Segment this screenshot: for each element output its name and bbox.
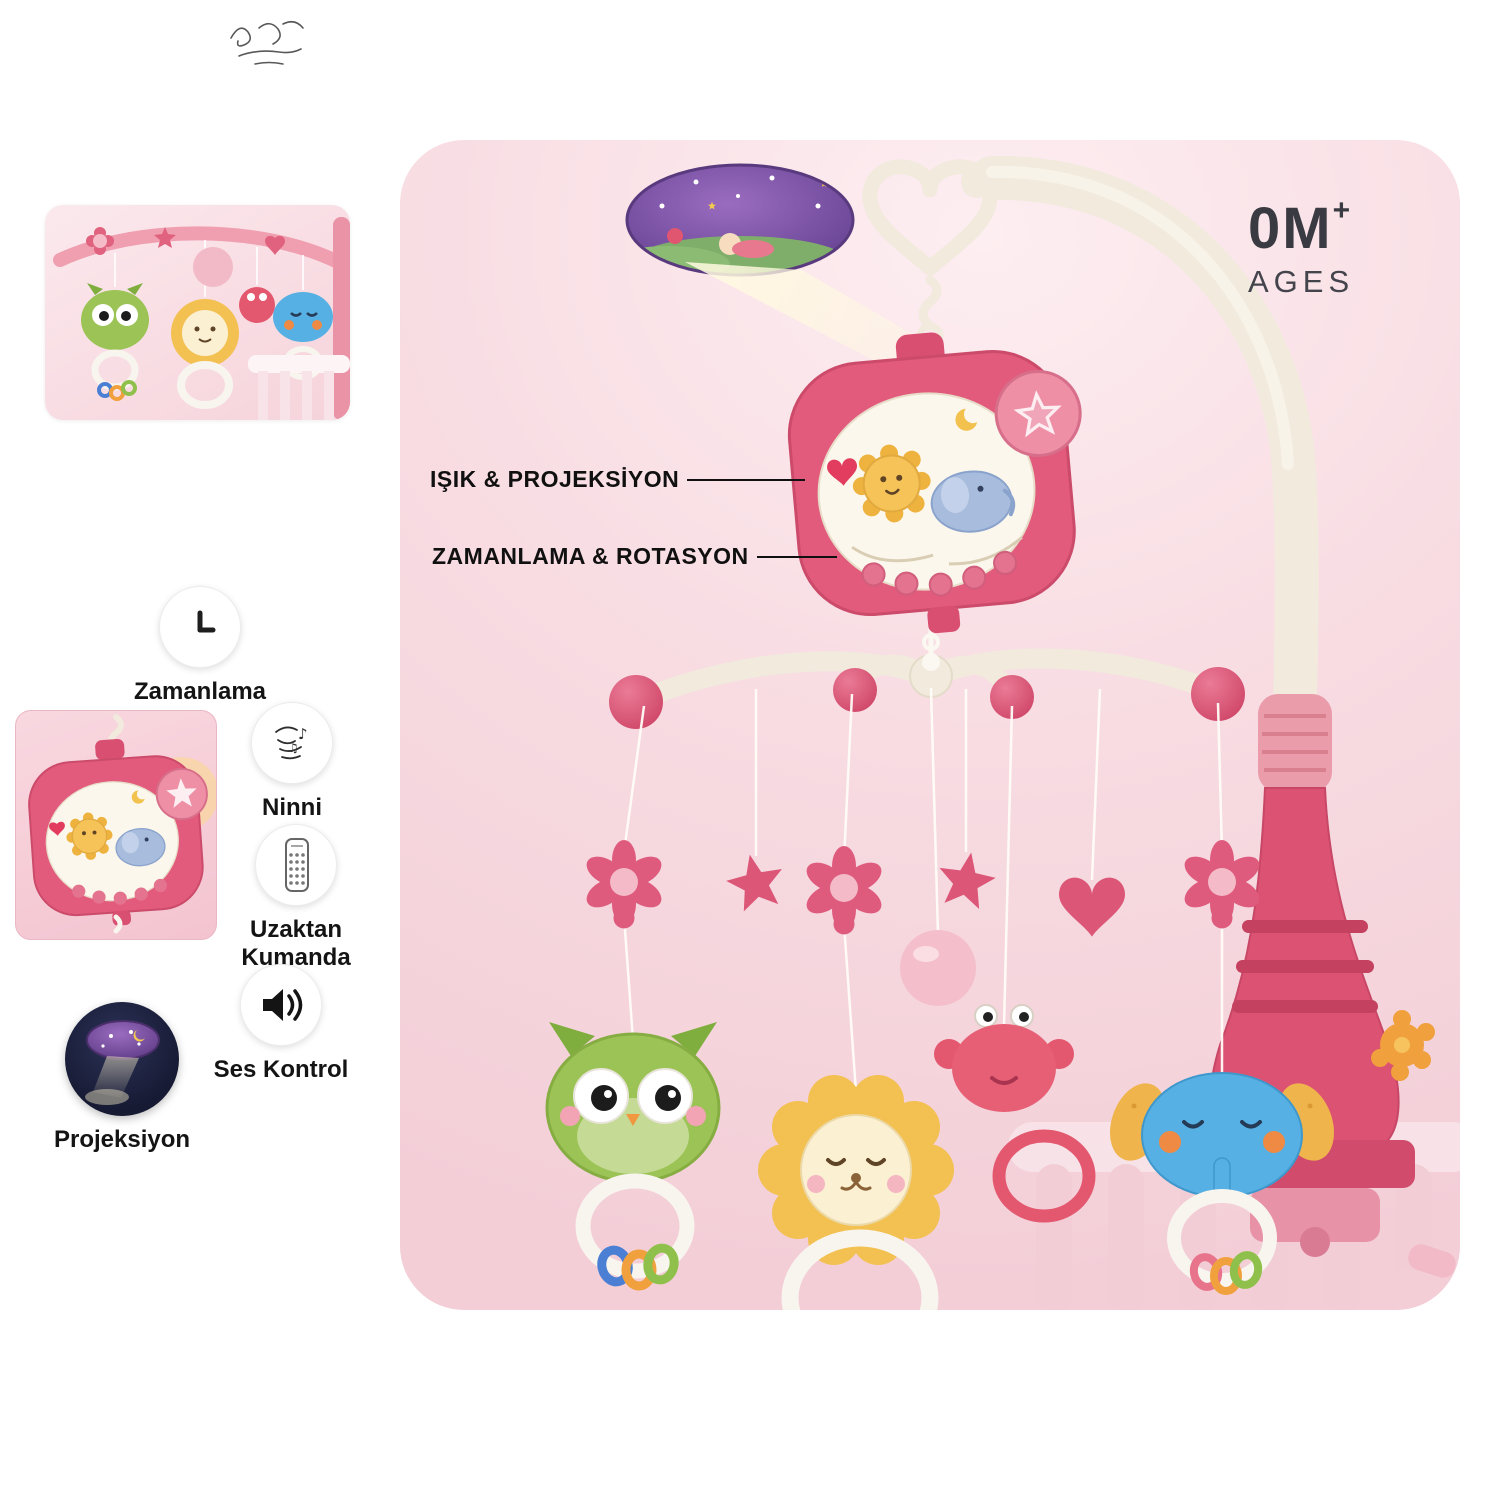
hanging-strings: [622, 687, 1224, 1093]
base-teether: [1371, 1010, 1435, 1081]
arm-collar: [1258, 694, 1332, 792]
star-ornament: [933, 847, 1000, 911]
feature-label: Zamanlama: [133, 678, 267, 705]
heart-ornament: [1059, 877, 1125, 937]
heart-hanger: [862, 159, 998, 350]
feature-label: Ninni: [262, 794, 322, 821]
feature-remote: Uzaktan Kumanda: [236, 824, 356, 971]
ball-ornament: [900, 930, 976, 1006]
svg-text:♪: ♪: [298, 725, 308, 743]
flower-ornament: [1180, 840, 1265, 926]
toy-crab: [934, 1004, 1096, 1223]
main-panel: [400, 140, 1460, 1310]
feature-label: Projeksiyon: [53, 1126, 191, 1153]
mobile-toy-illustration: [545, 155, 1460, 1310]
feature-label: Ses Kontrol: [213, 1056, 349, 1083]
callout-label: IŞIK & PROJEKSİYON: [430, 466, 680, 492]
musicbox-inset-illustration: [28, 714, 216, 934]
flower-ornament: [802, 846, 887, 932]
feature-timer: Zamanlama: [134, 586, 266, 706]
toy-elephant: [1109, 1072, 1335, 1295]
feature-volume: Ses Kontrol: [214, 964, 348, 1084]
projection-icon: [65, 1002, 179, 1116]
age-badge: 0M+ AGES: [1248, 196, 1354, 300]
spinner-arms: [609, 648, 1245, 729]
callout-label: ZAMANLAMA & ROTASYON: [432, 543, 749, 569]
musicbox-lion: [852, 444, 931, 523]
thumbnail-illustration: [53, 217, 350, 420]
age-value: 0M+: [1248, 194, 1353, 261]
feature-lullaby: ♪ ♫ Ninni: [232, 702, 352, 822]
mobile-arm: [970, 155, 1319, 722]
handwriting-scribble: [230, 20, 304, 65]
flower-ornament: [582, 840, 667, 926]
star-ornament: [721, 848, 789, 914]
toy-owl: [545, 1022, 721, 1291]
ornaments: [582, 840, 1265, 937]
callout-light-projection: IŞIK & PROJEKSİYON: [430, 466, 806, 493]
feature-projection: Projeksiyon: [52, 1002, 192, 1154]
timer-icon: [159, 586, 241, 668]
feature-label: Uzaktan Kumanda: [241, 916, 351, 971]
thumbnail-inset: [45, 205, 350, 420]
callout-pointer-line: [756, 555, 837, 558]
ages-label: AGES: [1248, 264, 1355, 299]
callout-timing-rotation: ZAMANLAMA & ROTASYON: [432, 543, 837, 570]
musicbox-inset: [15, 710, 217, 940]
callout-pointer-line: [687, 478, 806, 481]
star-light-button: [994, 369, 1082, 457]
speaker-icon: [240, 964, 322, 1046]
svg-text:♫: ♫: [288, 741, 299, 755]
toy-lion: [758, 1075, 954, 1310]
musicbox-elephant: [930, 470, 1016, 533]
music-box: [787, 332, 1082, 634]
lullaby-icon: ♪ ♫: [251, 702, 333, 784]
remote-control-icon: [255, 824, 337, 906]
